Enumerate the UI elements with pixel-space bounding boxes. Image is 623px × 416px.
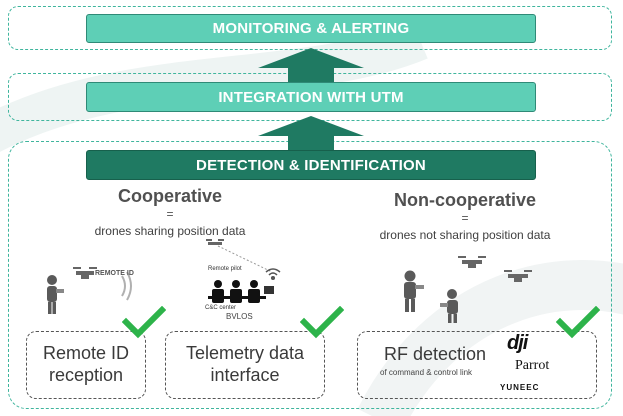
yuneec-logo: YUNEEC xyxy=(500,383,540,392)
pilot-icon xyxy=(404,270,424,312)
telemetry-data-box: Telemetry data interface xyxy=(165,331,325,399)
non-cooperative-equals: = xyxy=(461,211,469,225)
up-arrow-icon xyxy=(258,48,364,82)
telemetry-line1: Telemetry data xyxy=(185,343,305,363)
telemetry-line2: interface xyxy=(210,365,280,385)
remote-id-line2: reception xyxy=(48,365,124,385)
wifi-icon xyxy=(265,268,281,281)
remote-pilot-label: Remote pilot xyxy=(208,266,242,272)
parrot-logo: Parrot xyxy=(515,358,550,373)
dji-logo: dji xyxy=(507,332,528,354)
detection-identification-bar: DETECTION & IDENTIFICATION xyxy=(86,150,536,180)
signal-icon xyxy=(121,271,132,301)
check-icon xyxy=(556,306,600,339)
cc-center-label: C&C center xyxy=(205,305,237,311)
rf-detection-box: RF detection of command & control link xyxy=(357,331,597,399)
monitoring-alerting-bar: MONITORING & ALERTING xyxy=(86,14,536,43)
non-cooperative-subtitle: drones not sharing position data xyxy=(379,228,551,242)
operators-icon xyxy=(208,280,274,303)
rf-detection-title: RF detection xyxy=(384,344,487,364)
remote-id-tag: REMOTE ID xyxy=(95,270,134,277)
pilot-icon xyxy=(440,289,458,323)
non-cooperative-heading: Non-cooperative xyxy=(393,190,537,210)
drone-icon xyxy=(458,256,486,268)
drone-icon xyxy=(73,267,97,279)
cc-center-illustration xyxy=(206,239,281,303)
integration-utm-bar: INTEGRATION WITH UTM xyxy=(86,82,536,112)
cooperative-heading: Cooperative xyxy=(117,186,223,206)
drone-icon xyxy=(206,239,224,245)
check-icon xyxy=(122,306,166,339)
remote-id-illustration xyxy=(47,267,132,314)
rf-detection-caption: of command & control link xyxy=(380,368,473,377)
pilot-icon xyxy=(47,275,64,314)
cooperative-subtitle: drones sharing position data xyxy=(94,224,246,238)
up-arrow-icon xyxy=(258,116,364,150)
cooperative-equals: = xyxy=(166,207,174,221)
remote-id-reception-box: Remote ID reception xyxy=(26,331,146,399)
bvlos-label: BVLOS xyxy=(226,312,253,321)
drone-icon xyxy=(504,270,532,282)
remote-id-line1: Remote ID xyxy=(42,343,130,363)
check-icon xyxy=(300,306,344,339)
non-cooperative-illustration xyxy=(404,256,532,323)
